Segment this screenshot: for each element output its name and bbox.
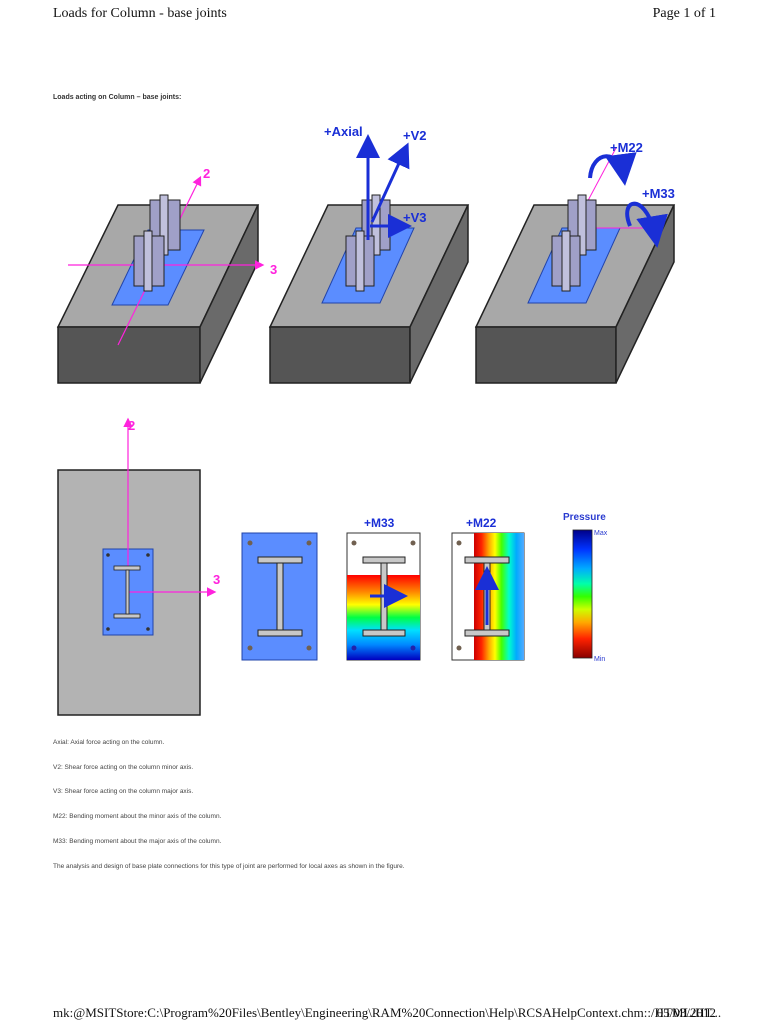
v3-label: +V3 — [403, 210, 427, 225]
axis-2-label: 2 — [203, 166, 210, 181]
plate-m33-pressure: +M33 — [346, 516, 421, 661]
axis-3-label: 3 — [270, 262, 277, 277]
desc-m22: M22: Bending moment about the minor axis… — [53, 813, 222, 820]
plate-m22-pressure: +M22 — [451, 516, 525, 661]
footing-block-moments: +M22 +M33 — [474, 140, 676, 384]
desc-m33: M33: Bending moment about the major axis… — [53, 838, 222, 845]
footer-date: 05/03/2012 — [656, 1005, 716, 1020]
footing-block-axes: 3 2 — [56, 166, 277, 384]
footing-block-forces: +Axial +V2 +V3 — [268, 124, 470, 384]
m22-label: +M22 — [610, 140, 643, 155]
axial-label: +Axial — [324, 124, 363, 139]
plan-view: 2 3 — [57, 417, 220, 716]
plan-axis-3-label: 3 — [213, 572, 220, 587]
pressure-max-label: Max — [594, 530, 608, 537]
m33-pressure-label: +M33 — [364, 516, 395, 530]
m22-moment-arrow — [588, 152, 637, 186]
desc-v2: V2: Shear force acting on the column min… — [53, 764, 194, 771]
m33-moment-arrow — [625, 201, 668, 248]
pressure-legend-title: Pressure — [563, 512, 606, 523]
pressure-legend: Pressure Max Min — [563, 512, 608, 663]
base-plate-plan — [241, 532, 318, 661]
desc-v3: V3: Shear force acting on the column maj… — [53, 788, 194, 795]
m33-label: +M33 — [642, 186, 675, 201]
footer-path: mk:@MSITStore:C:\Program%20Files\Bentley… — [53, 1005, 722, 1020]
page-header-title: Loads for Column - base joints — [53, 6, 227, 21]
plan-axis-2-label: 2 — [128, 418, 135, 433]
page-number: Page 1 of 1 — [652, 6, 716, 21]
desc-analysis-note: The analysis and design of base plate co… — [53, 863, 405, 870]
pressure-min-label: Min — [594, 656, 605, 663]
section-title: Loads acting on Column – base joints: — [53, 94, 182, 101]
desc-axial: Axial: Axial force acting on the column. — [53, 739, 165, 746]
base-joint-figure: 3 2 +Axial +V2 +V3 +M22 +M33 — [56, 124, 676, 716]
m22-pressure-label: +M22 — [466, 516, 497, 530]
v2-label: +V2 — [403, 128, 427, 143]
v2-force-arrow — [370, 142, 410, 223]
pressure-color-bar — [572, 529, 593, 659]
